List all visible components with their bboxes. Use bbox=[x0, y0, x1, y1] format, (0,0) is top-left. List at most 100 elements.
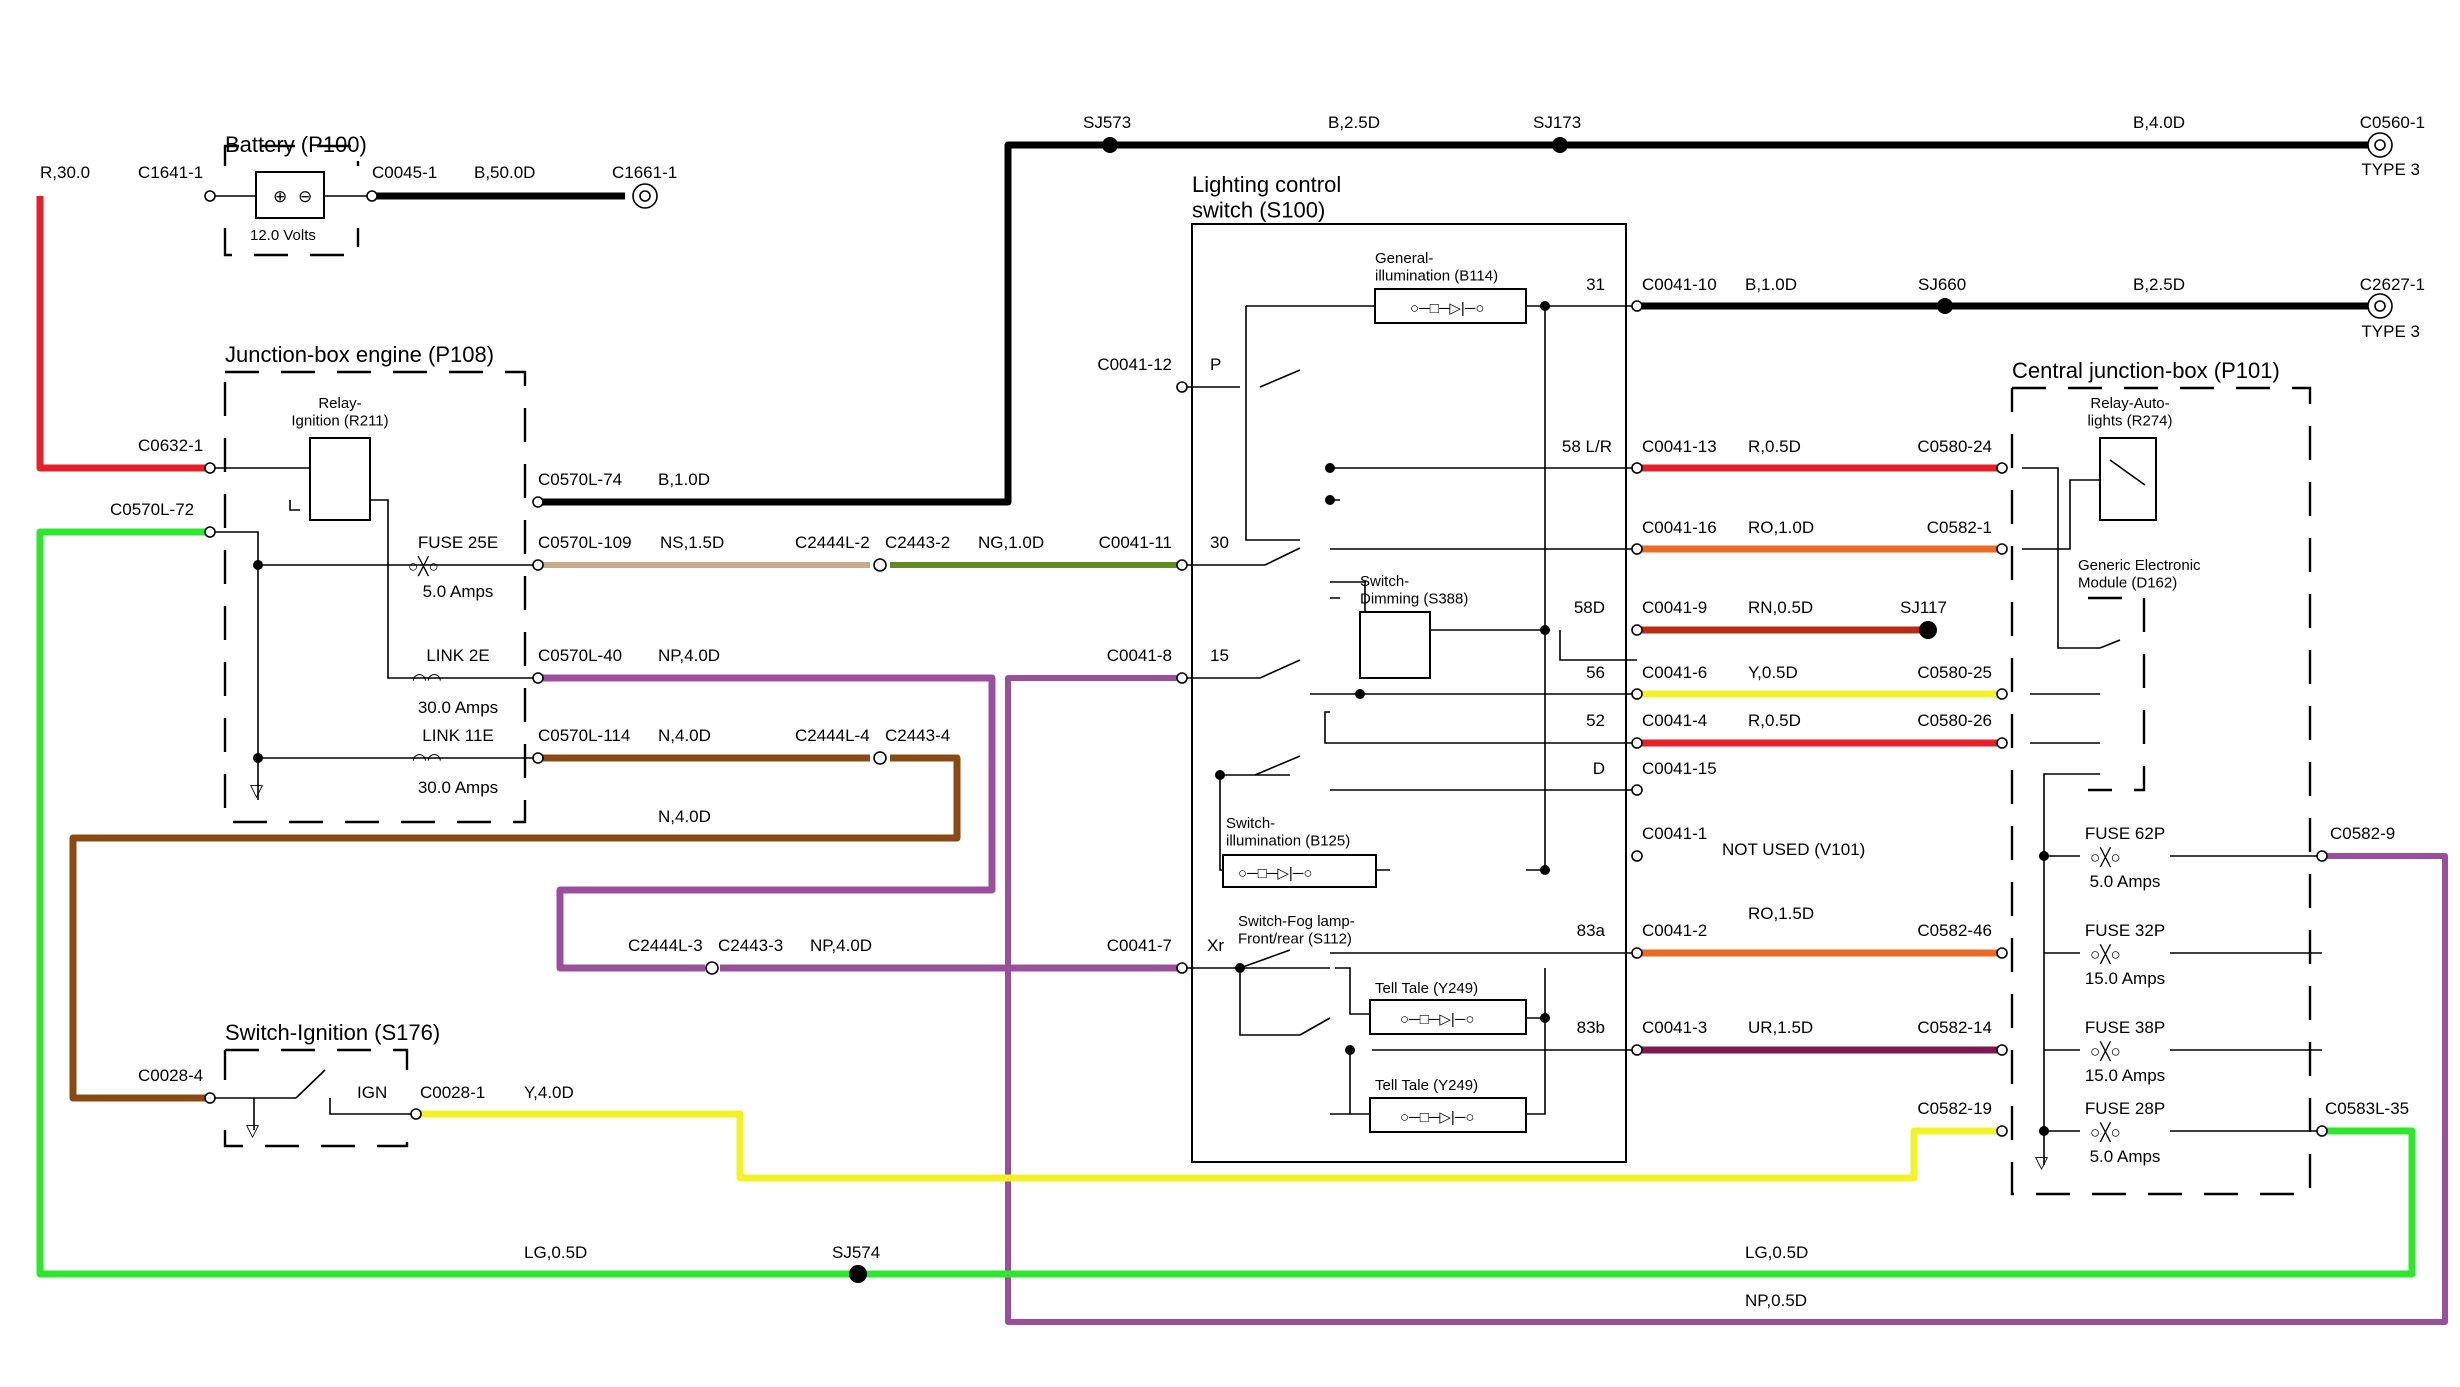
splice-sj173: SJ173 bbox=[1533, 113, 1581, 132]
conn-c0041-7: C0041-7 bbox=[1107, 936, 1172, 955]
lamp-icon: ○─□─▷|─○ bbox=[1400, 1109, 1475, 1126]
fuse32p-rating: 15.0 Amps bbox=[2085, 969, 2165, 988]
wire-code-b25b: B,2.5D bbox=[2133, 275, 2185, 294]
wire-code-b40: B,4.0D bbox=[2133, 113, 2185, 132]
lamp-icon: ○─□─▷|─○ bbox=[1410, 300, 1485, 317]
splice-sj574: SJ574 bbox=[832, 1243, 880, 1262]
conn-c0028-4: C0028-4 bbox=[138, 1066, 203, 1085]
wire-n40 bbox=[69, 754, 961, 1102]
link-icon: ◠◠ bbox=[412, 750, 442, 769]
fuse62p-name: FUSE 62P bbox=[2085, 824, 2165, 843]
conn-c2443-3: C2443-3 bbox=[718, 936, 783, 955]
switch-dimming-label: Switch-Dimming (S388) bbox=[1360, 573, 1468, 607]
ground-arrow-icon: ▽ bbox=[2035, 1153, 2049, 1172]
wire-np40a bbox=[538, 674, 996, 972]
conn-c0582-46: C0582-46 bbox=[1917, 921, 1992, 940]
fuse38p-name: FUSE 38P bbox=[2085, 1018, 2165, 1037]
link-icon: ◠◠ bbox=[412, 670, 442, 689]
battery-plus-icon: ⊕ bbox=[273, 187, 287, 206]
conn-c0041-11: C0041-11 bbox=[1099, 533, 1172, 552]
pin-56: 56 bbox=[1586, 663, 1605, 682]
switch-illum-label: Switch-illumination (B125) bbox=[1226, 815, 1350, 849]
jb-engine-title: Junction-box engine (P108) bbox=[225, 342, 494, 367]
conn-c0041-16: C0041-16 bbox=[1642, 518, 1717, 537]
wire-code-ur15: UR,1.5D bbox=[1748, 1018, 1813, 1037]
battery-voltage: 12.0 Volts bbox=[250, 227, 316, 244]
link11e-rating: 30.0 Amps bbox=[418, 778, 498, 797]
conn-c0560-1: C0560-1 bbox=[2360, 113, 2425, 132]
wire-code-n40a: N,4.0D bbox=[658, 726, 711, 745]
wire-code-b25a: B,2.5D bbox=[1328, 113, 1380, 132]
central-jb-housing bbox=[2010, 386, 2312, 1196]
conn-c0041-2: C0041-2 bbox=[1642, 921, 1707, 940]
wire-code-lg05a: LG,0.5D bbox=[524, 1243, 587, 1262]
wire-code-ns15: NS,1.5D bbox=[660, 533, 724, 552]
fuse32p-name: FUSE 32P bbox=[2085, 921, 2165, 940]
conn-c2627-1: C2627-1 bbox=[2360, 275, 2425, 294]
conn-c0041-3: C0041-3 bbox=[1642, 1018, 1707, 1037]
relay-ignition-label: Relay-Ignition (R211) bbox=[291, 395, 388, 429]
tell-tale-2-lamp bbox=[1369, 1097, 1527, 1133]
wire-code-b10b: B,1.0D bbox=[1745, 275, 1797, 294]
conn-c0570l-114: C0570L-114 bbox=[538, 726, 630, 745]
conn-type3a: TYPE 3 bbox=[2361, 160, 2420, 179]
fuse-icon: ○╳○ bbox=[2090, 1122, 2121, 1143]
fuse-icon: ○╳○ bbox=[2090, 847, 2121, 868]
wire-code-lg05b: LG,0.5D bbox=[1745, 1243, 1808, 1262]
pin-15: 15 bbox=[1210, 646, 1229, 665]
wire-code-ro10: RO,1.0D bbox=[1748, 518, 1814, 537]
pin-83b: 83b bbox=[1577, 1018, 1605, 1037]
fuse28p-rating: 5.0 Amps bbox=[2090, 1147, 2161, 1166]
conn-c0041-10: C0041-10 bbox=[1642, 275, 1717, 294]
conn-c0582-14: C0582-14 bbox=[1917, 1018, 1992, 1037]
conn-c2444l-3: C2444L-3 bbox=[628, 936, 703, 955]
conn-c0582-1: C0582-1 bbox=[1927, 518, 1992, 537]
jb-engine-housing bbox=[223, 370, 527, 824]
wire-code-n40b: N,4.0D bbox=[658, 807, 711, 826]
conn-c0570l-40: C0570L-40 bbox=[538, 646, 622, 665]
conn-c2443-4: C2443-4 bbox=[885, 726, 950, 745]
wire-code-r05a: R,0.5D bbox=[1748, 437, 1801, 456]
splice-sj573: SJ573 bbox=[1083, 113, 1131, 132]
ground-arrow-icon: ▽ bbox=[246, 1121, 260, 1140]
conn-c0041-13: C0041-13 bbox=[1642, 437, 1717, 456]
relay-autolights bbox=[2099, 437, 2157, 521]
wire-code-y40: Y,4.0D bbox=[524, 1083, 574, 1102]
fuse-icon: ○╳○ bbox=[408, 556, 439, 577]
tell-tale-1-label: Tell Tale (Y249) bbox=[1375, 980, 1478, 997]
conn-c2444l-2: C2444L-2 bbox=[795, 533, 870, 552]
conn-c0580-25: C0580-25 bbox=[1917, 663, 1992, 682]
link11e-name: LINK 11E bbox=[422, 726, 494, 745]
splice-sj117: SJ117 bbox=[1900, 598, 1947, 617]
conn-c0632-1: C0632-1 bbox=[138, 436, 203, 455]
switch-fog-label: Switch-Fog lamp-Front/rear (S112) bbox=[1238, 913, 1355, 947]
conn-c0041-6: C0041-6 bbox=[1642, 663, 1707, 682]
labels: Battery (P100) 12.0 Volts Junction-box e… bbox=[40, 113, 2425, 1310]
conn-c0580-26: C0580-26 bbox=[1917, 711, 1992, 730]
splice-sj660: SJ660 bbox=[1918, 275, 1966, 294]
pin-Xr: Xr bbox=[1207, 936, 1224, 955]
ign-switch-housing bbox=[223, 1048, 409, 1148]
ground-arrow-icon: ▽ bbox=[250, 781, 264, 800]
wire-code-np40a: NP,4.0D bbox=[658, 646, 720, 665]
wire-code-rn05: RN,0.5D bbox=[1748, 598, 1813, 617]
switch-illum-lamp bbox=[1222, 854, 1377, 888]
conn-c0041-15: C0041-15 bbox=[1642, 759, 1717, 778]
pin-30: 30 bbox=[1210, 533, 1229, 552]
wire-lg05 bbox=[36, 528, 2416, 1278]
wire-y40 bbox=[416, 1110, 2002, 1182]
pin-P: P bbox=[1210, 355, 1221, 374]
conn-c0582-9: C0582-9 bbox=[2330, 824, 2395, 843]
battery-minus-icon: ⊖ bbox=[298, 187, 312, 206]
conn-c0570l-74: C0570L-74 bbox=[538, 470, 622, 489]
wire-code-np05: NP,0.5D bbox=[1745, 1291, 1807, 1310]
pin-83a: 83a bbox=[1577, 921, 1606, 940]
conn-c0028-1: C0028-1 bbox=[420, 1083, 485, 1102]
pin-58d: 58D bbox=[1574, 598, 1605, 617]
fuse-icon: ○╳○ bbox=[2090, 944, 2121, 965]
fuse25e-rating: 5.0 Amps bbox=[423, 582, 494, 601]
relay-ignition bbox=[309, 437, 371, 521]
conn-c0583l-35: C0583L-35 bbox=[2325, 1099, 2409, 1118]
conn-c0570l-109: C0570L-109 bbox=[538, 533, 632, 552]
